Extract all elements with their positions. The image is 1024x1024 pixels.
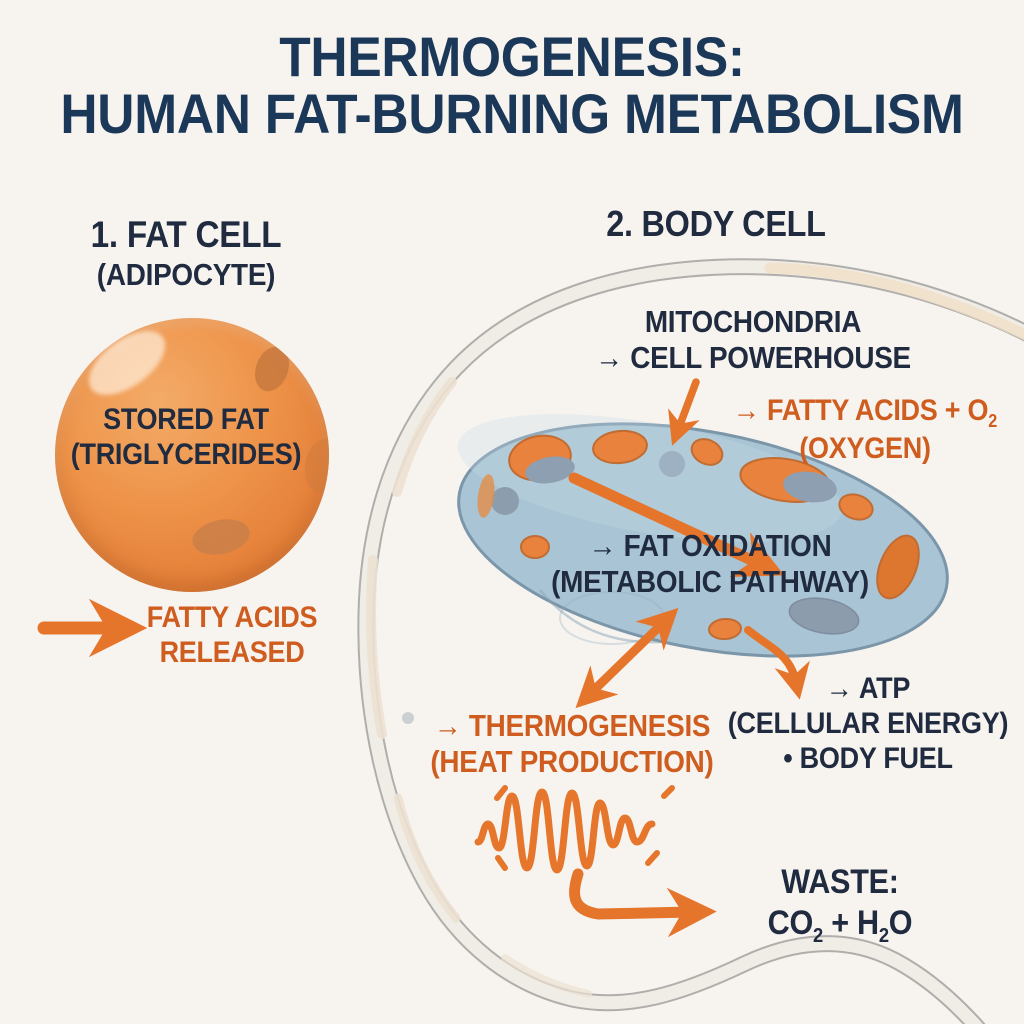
mito-blob (708, 617, 742, 641)
waste-formula: CO2 + H2O (768, 903, 913, 949)
page-title: THERMOGENESIS: HUMAN FAT-BURNING METABOL… (60, 25, 964, 146)
heat-dash-icon (645, 850, 660, 866)
oxygen-line2: (OXYGEN) (799, 431, 931, 465)
mitochondria-line2: → CELL POWERHOUSE (595, 339, 911, 375)
mito-blob-gray (788, 597, 860, 635)
fat-oxidation-arrow-icon (568, 472, 785, 578)
oxygen-line1-main: → FATTY ACIDS + O (733, 394, 989, 427)
waste-heading: WASTE: (781, 863, 899, 901)
oxygen-line1: → FATTY ACIDS + O2 (733, 394, 997, 432)
heat-dash-icon (495, 855, 508, 871)
fatty-acids-released-label: FATTY ACIDS RELEASED (147, 601, 318, 671)
heat-dash-icon (494, 785, 508, 801)
membrane-dot (402, 712, 414, 724)
atp-line2: (CELLULAR ENERGY) (727, 706, 1009, 740)
released-line2: RELEASED (159, 635, 305, 669)
mito-blob (520, 535, 550, 559)
mito-blob (592, 429, 648, 465)
body-cell-heading: 2. BODY CELL (606, 203, 826, 245)
mito-blob-gray (525, 456, 575, 484)
waste-plus-h: + H (822, 904, 879, 943)
oxygen-subscript: 2 (988, 411, 997, 431)
membrane-patch (501, 954, 592, 998)
thermogenesis-line1: → THERMOGENESIS (433, 708, 711, 743)
thermogenesis-label: → THERMOGENESIS (HEAT PRODUCTION) (430, 708, 713, 780)
waste-co: CO (767, 904, 814, 943)
mito-blob-gray (491, 487, 519, 515)
fat-cell-heading-line1: 1. FAT CELL (90, 214, 282, 255)
mito-blob (838, 493, 874, 521)
mito-blob-target (659, 451, 685, 477)
atp-line3: • BODY FUEL (783, 741, 953, 775)
body-cell-heading-text: 2. BODY CELL (606, 203, 826, 244)
waste-h-subscript: 2 (878, 925, 889, 948)
mitochondria-label: MITOCHONDRIA → CELL POWERHOUSE (595, 304, 911, 376)
mitochondria-line1: MITOCHONDRIA (644, 304, 862, 339)
thermogenesis-line2: (HEAT PRODUCTION) (430, 743, 714, 779)
membrane-patch (392, 377, 457, 497)
heat-dash-icon (661, 785, 675, 799)
waste-co-subscript: 2 (813, 925, 823, 948)
fat-cell-heading-line2: (ADIPOCYTE) (96, 256, 276, 292)
mito-blob-gray (783, 471, 837, 503)
atp-line1: → ATP (825, 672, 911, 705)
fat-oxidation-line1: → FAT OXIDATION (588, 528, 832, 563)
released-line1: FATTY ACIDS (146, 601, 318, 634)
fat-cell-illustration (55, 318, 329, 592)
membrane-patch (366, 555, 387, 739)
fat-cell-spot (300, 434, 329, 498)
fat-cell-spot (189, 514, 253, 560)
atp-arrow-icon (744, 626, 810, 700)
membrane-patch (393, 793, 461, 923)
body-cell-membrane (357, 258, 1024, 1024)
waste-o: O (888, 904, 913, 943)
title-line1: THERMOGENESIS: (279, 25, 745, 88)
stored-fat-label: STORED FAT (TRIGLYCERIDES) (70, 403, 302, 473)
mito-blob (876, 534, 920, 600)
thermogenesis-arrow-icon (575, 607, 679, 709)
fat-oxidation-label: → FAT OXIDATION (METABOLIC PATHWAY) (551, 528, 869, 600)
stored-fat-line1: STORED FAT (103, 403, 269, 436)
oxygen-label: → FATTY ACIDS + O2 (OXYGEN) (733, 394, 997, 467)
stored-fat-line2: (TRIGLYCERIDES) (70, 437, 302, 471)
waste-label: WASTE: CO2 + H2O (768, 862, 913, 949)
membrane-orange-tint (764, 262, 1024, 341)
title-line2: HUMAN FAT-BURNING METABOLISM (60, 82, 964, 146)
atp-label: → ATP (CELLULAR ENERGY) • BODY FUEL (727, 672, 1009, 776)
mito-blob (477, 474, 495, 518)
fat-oxidation-line2: (METABOLIC PATHWAY) (551, 563, 869, 599)
fat-cell-heading: 1. FAT CELL (ADIPOCYTE) (91, 214, 282, 293)
heat-wave-icon (474, 785, 675, 874)
mitochondria-pointer-arrow-icon (668, 378, 700, 446)
waste-arrow-icon (569, 868, 717, 938)
